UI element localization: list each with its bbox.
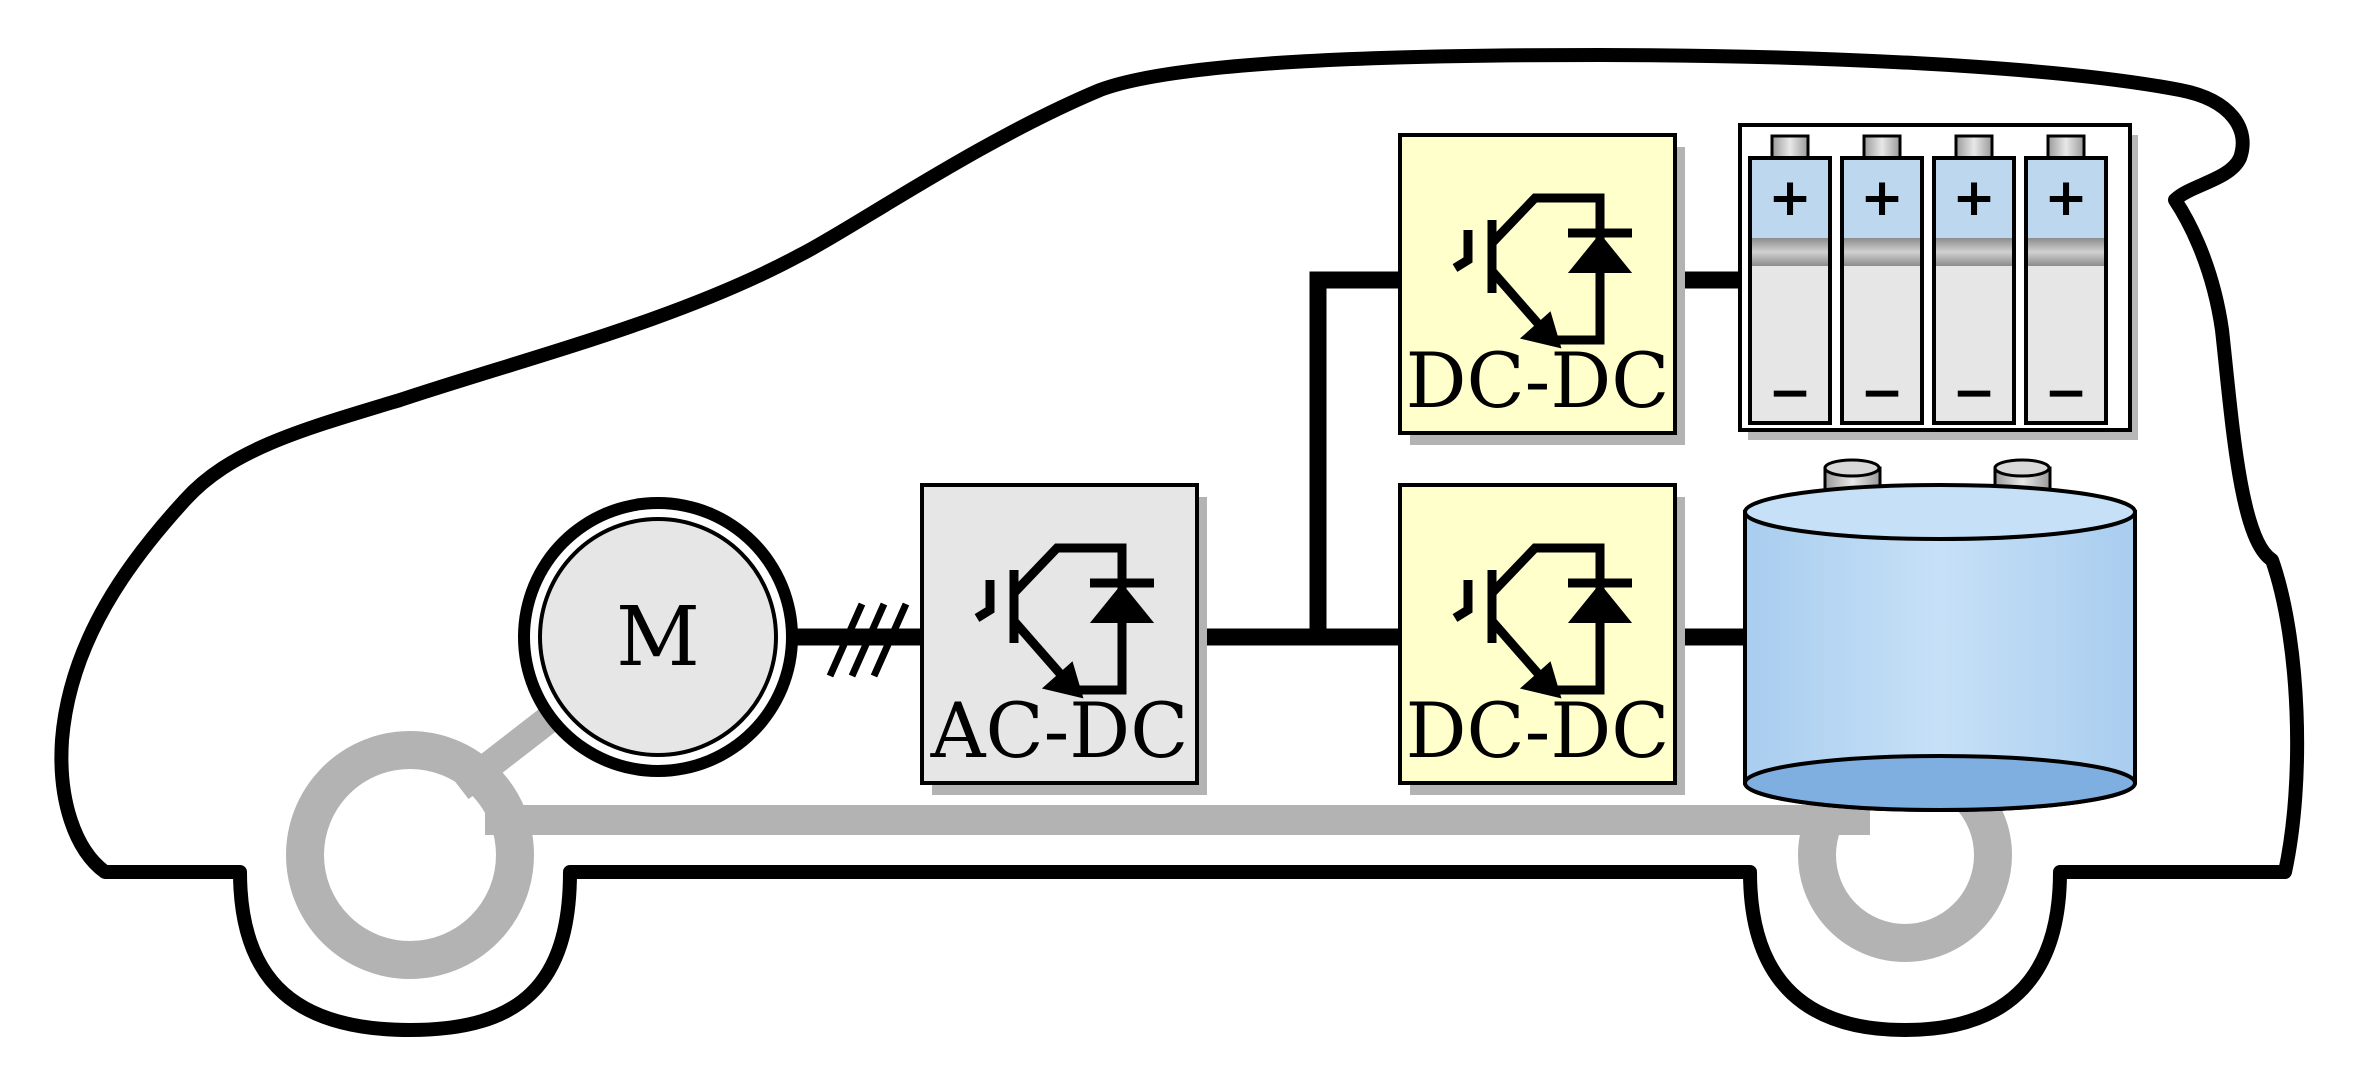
dc-dc-top-converter: DC-DC xyxy=(1398,133,1685,445)
battery-plus-sign: + xyxy=(2044,168,2088,228)
battery-plus-sign: + xyxy=(1860,168,1904,228)
motor: M xyxy=(518,497,798,777)
capacitor xyxy=(1743,458,2137,812)
battery-cell: +− xyxy=(1840,134,1924,425)
dc-dc-bottom-label: DC-DC xyxy=(1406,686,1670,775)
battery-minus-sign: − xyxy=(1860,363,1904,423)
three-phase-marks xyxy=(826,602,910,678)
battery-pack: +−+−+−+− xyxy=(1738,123,2138,440)
battery-plus-sign: + xyxy=(1768,168,1812,228)
battery-cell: +− xyxy=(1932,134,2016,425)
dc-dc-top-label: DC-DC xyxy=(1406,336,1670,425)
battery-minus-sign: − xyxy=(1768,363,1812,423)
battery-minus-sign: − xyxy=(1952,363,1996,423)
igbt-diode-symbol xyxy=(1452,543,1633,699)
battery-cell: +− xyxy=(2024,134,2108,425)
igbt-diode-symbol xyxy=(1452,193,1633,349)
igbt-diode-symbol xyxy=(974,543,1155,699)
motor-label: M xyxy=(616,590,700,685)
ac-dc-label: AC-DC xyxy=(930,686,1189,775)
dc-bus-wiring xyxy=(781,271,1749,646)
dc-dc-bottom-converter: DC-DC xyxy=(1398,483,1685,795)
front-wheel xyxy=(286,731,534,979)
battery-plus-sign: + xyxy=(1952,168,1996,228)
battery-cell: +− xyxy=(1748,134,1832,425)
battery-minus-sign: − xyxy=(2044,363,2088,423)
converter-group: AC-DC DC-DC DC-DC xyxy=(920,133,1685,795)
ac-dc-converter: AC-DC xyxy=(920,483,1207,795)
